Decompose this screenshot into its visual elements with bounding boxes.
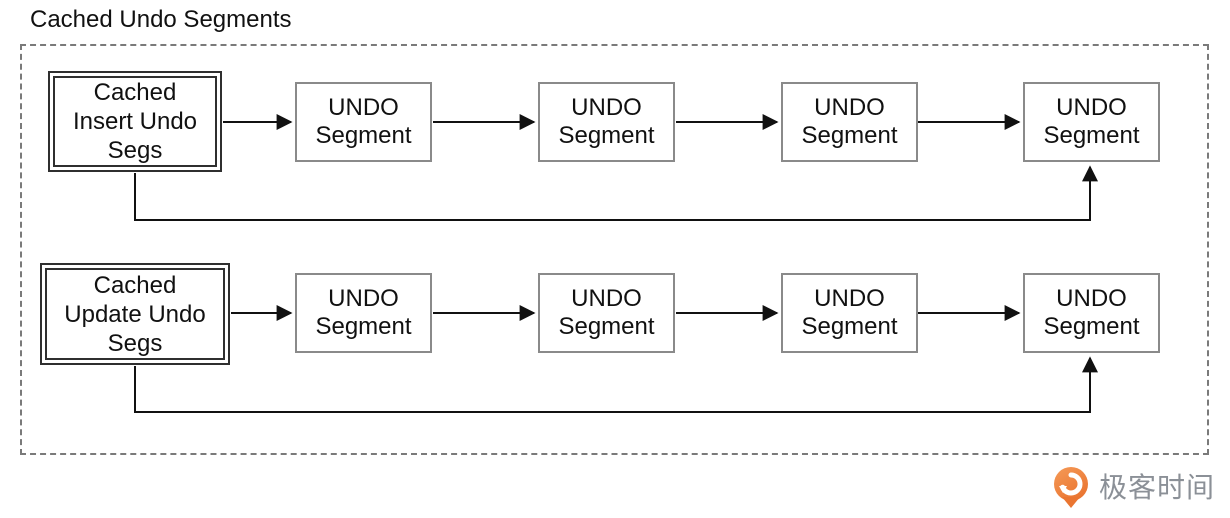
geektime-logo-icon xyxy=(1054,467,1088,508)
undo-segment-label: Segment xyxy=(315,122,412,149)
undo-segment-box: UNDO Segment xyxy=(1023,273,1160,353)
dashed-frame xyxy=(20,44,1209,455)
undo-segment-label: UNDO xyxy=(328,285,399,312)
undo-segment-label: Segment xyxy=(1043,122,1140,149)
undo-segment-label: UNDO xyxy=(571,94,642,121)
source-label-line: Segs xyxy=(107,329,163,357)
cached-update-undo-segs-box: Cached Update Undo Segs xyxy=(40,263,230,365)
source-label-line: Insert Undo xyxy=(72,108,198,135)
undo-segment-label: Segment xyxy=(1043,313,1140,340)
undo-segment-box: UNDO Segment xyxy=(1023,82,1160,162)
undo-segment-label: Segment xyxy=(801,122,898,149)
undo-segment-box: UNDO Segment xyxy=(538,82,675,162)
source-label-line: Segs xyxy=(107,137,163,164)
cached-insert-undo-segs-inner: Cached Insert Undo Segs xyxy=(53,76,217,167)
undo-segment-box: UNDO Segment xyxy=(295,82,432,162)
geektime-logo: 极客时间 xyxy=(1052,466,1215,510)
page-title: Cached Undo Segments xyxy=(30,6,292,33)
undo-segment-label: UNDO xyxy=(814,94,885,121)
undo-segment-box: UNDO Segment xyxy=(295,273,432,353)
cached-update-undo-segs-inner: Cached Update Undo Segs xyxy=(45,268,225,360)
undo-segment-box: UNDO Segment xyxy=(538,273,675,353)
undo-segment-label: UNDO xyxy=(571,285,642,312)
source-label-line: Update Undo xyxy=(64,300,206,328)
undo-segment-label: UNDO xyxy=(1056,285,1127,312)
cached-insert-undo-segs-box: Cached Insert Undo Segs xyxy=(48,71,222,172)
undo-segment-label: Segment xyxy=(801,313,898,340)
undo-segment-label: UNDO xyxy=(328,94,399,121)
undo-segment-box: UNDO Segment xyxy=(781,82,918,162)
geektime-logo-text: 极客时间 xyxy=(1099,472,1216,503)
undo-segment-label: Segment xyxy=(558,122,655,149)
undo-segment-label: Segment xyxy=(558,313,655,340)
undo-segment-label: Segment xyxy=(315,313,412,340)
source-label-line: Cached xyxy=(93,271,177,299)
undo-segment-box: UNDO Segment xyxy=(781,273,918,353)
source-label-line: Cached xyxy=(93,79,177,106)
undo-segment-label: UNDO xyxy=(814,285,885,312)
undo-segment-label: UNDO xyxy=(1056,94,1127,121)
